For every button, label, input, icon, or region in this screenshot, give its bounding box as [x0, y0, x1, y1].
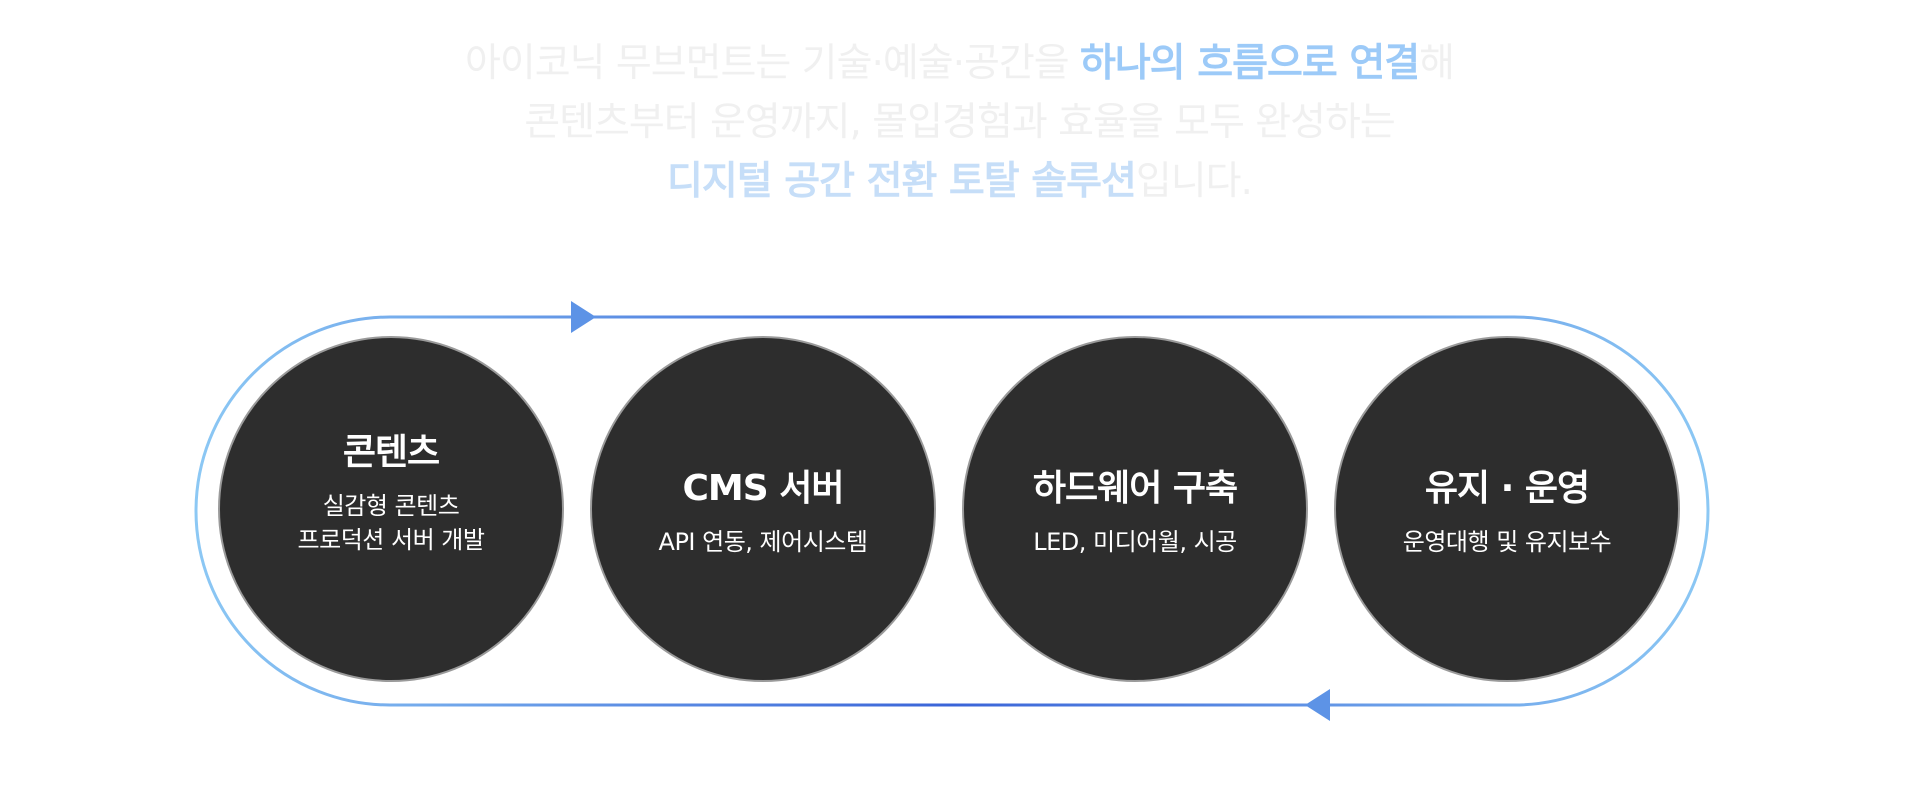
intro-line-3: 디지털 공간 전환 토탈 솔루션입니다. [0, 152, 1919, 211]
stage-maintenance-title: 유지 · 운영 [1424, 468, 1590, 509]
intro-line-2: 콘텐츠부터 운영까지, 몰입경험과 효율을 모두 완성하는 [0, 93, 1919, 152]
stage-content-desc: 실감형 콘텐츠 프로덕션 서버 개발 [298, 489, 485, 557]
stage-cms-server: CMS 서버 API 연동, 제어시스템 [590, 336, 936, 682]
intro-line-1: 아이코닉 무브먼트는 기술·예술·공간을 하나의 흐름으로 연결해 [0, 34, 1919, 93]
intro-line-3-highlight: 디지털 공간 전환 토탈 솔루션 [667, 159, 1137, 204]
intro-line-2-text: 콘텐츠부터 운영까지, 몰입경험과 효율을 모두 완성하는 [524, 100, 1396, 145]
right-arrow-icon [571, 301, 596, 333]
stage-maintenance-desc: 운영대행 및 유지보수 [1402, 525, 1612, 559]
intro-line-1-highlight: 하나의 흐름으로 연결 [1080, 41, 1420, 86]
stage-hardware: 하드웨어 구축 LED, 미디어월, 시공 [962, 336, 1308, 682]
stage-hardware-title: 하드웨어 구축 [1032, 468, 1238, 509]
intro-line-1-text: 아이코닉 무브먼트는 기술·예술·공간을 [464, 41, 1081, 86]
stage-content-desc-line-2: 프로덕션 서버 개발 [297, 526, 485, 554]
stage-maintenance-desc-line-1: 운영대행 및 유지보수 [1402, 528, 1612, 556]
stage-content-title: 콘텐츠 [342, 432, 440, 473]
stage-cms-server-desc-line-1: API 연동, 제어시스템 [658, 528, 868, 556]
stage-hardware-desc-line-1: LED, 미디어월, 시공 [1033, 528, 1237, 556]
stage-maintenance: 유지 · 운영 운영대행 및 유지보수 [1334, 336, 1680, 682]
stage-cms-server-title: CMS 서버 [682, 468, 845, 509]
stage-hardware-desc: LED, 미디어월, 시공 [1033, 525, 1237, 559]
intro-statement: 아이코닉 무브먼트는 기술·예술·공간을 하나의 흐름으로 연결해 콘텐츠부터 … [0, 34, 1919, 211]
intro-line-3-suffix: 입니다. [1135, 159, 1253, 204]
flow-loop-track [194, 315, 1710, 707]
stage-content-desc-line-1: 실감형 콘텐츠 [322, 492, 460, 520]
stage-cms-server-desc: API 연동, 제어시스템 [659, 525, 868, 559]
left-arrow-icon [1305, 689, 1330, 721]
intro-line-1-suffix: 해 [1419, 41, 1455, 86]
stage-content: 콘텐츠 실감형 콘텐츠 프로덕션 서버 개발 [218, 336, 564, 682]
